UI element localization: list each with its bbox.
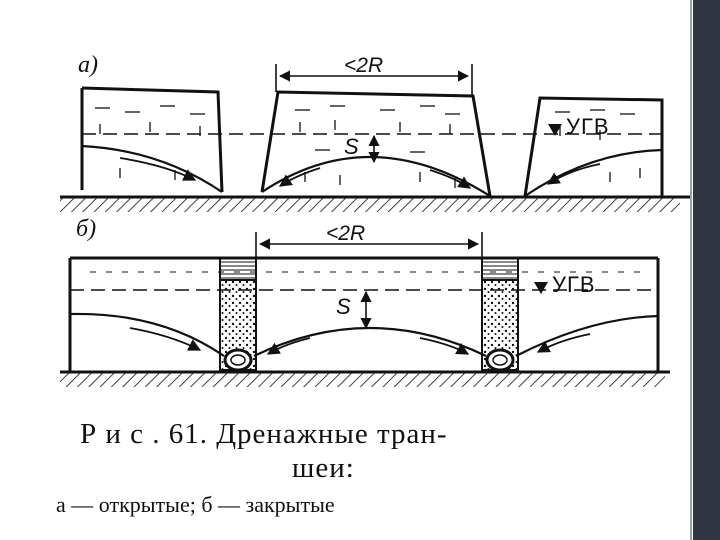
spacing-label-a: <2R bbox=[344, 54, 384, 77]
closed-trench-b2 bbox=[481, 257, 519, 372]
drawdown-label-b: S bbox=[336, 294, 351, 319]
figure-caption-line1: Р и с . 61. Дренажные тран- bbox=[80, 418, 448, 450]
groundwater-label-a: УГВ bbox=[566, 114, 610, 139]
panel-a bbox=[60, 64, 690, 212]
flow-arrow bbox=[429, 169, 472, 189]
drainage-trench-diagram bbox=[60, 64, 690, 387]
water-level-marker-a bbox=[548, 124, 562, 136]
side-rail bbox=[693, 0, 720, 540]
trench-wall-a2 bbox=[523, 96, 664, 197]
figure-caption-legend: а — открытые; б — закрытые bbox=[56, 492, 335, 517]
trench-wall-a1 bbox=[260, 90, 492, 197]
flow-arrow bbox=[266, 337, 311, 355]
flow-arrow bbox=[119, 157, 197, 181]
flow-arrow bbox=[536, 333, 591, 353]
impermeable-base-b bbox=[60, 373, 665, 387]
depression-curve-a1 bbox=[81, 144, 223, 193]
depression-curve-a3 bbox=[524, 148, 663, 197]
figure-caption-line2: шеи: bbox=[292, 452, 355, 484]
water-level-marker-b bbox=[534, 282, 548, 294]
impermeable-base-a bbox=[60, 198, 680, 212]
drain-pipe bbox=[485, 348, 515, 372]
ground-surface-a bbox=[81, 86, 224, 193]
panel-b bbox=[60, 232, 670, 387]
depression-curve-b1 bbox=[69, 312, 225, 357]
panel-b-label: б) bbox=[76, 216, 97, 242]
flow-arrow bbox=[546, 163, 601, 185]
panel-a-label: а) bbox=[78, 52, 98, 78]
flow-arrow bbox=[129, 327, 202, 351]
drain-pipe bbox=[223, 348, 253, 372]
depression-curve-b3 bbox=[515, 314, 659, 357]
drawdown-label-a: S bbox=[344, 134, 359, 159]
side-divider bbox=[690, 0, 692, 540]
groundwater-label-b: УГВ bbox=[552, 272, 596, 297]
flow-arrow bbox=[278, 167, 321, 187]
spacing-label-b: <2R bbox=[326, 222, 366, 245]
depression-curve-b2 bbox=[253, 326, 487, 357]
flow-arrow bbox=[419, 337, 470, 355]
closed-trench-b1 bbox=[219, 257, 257, 372]
